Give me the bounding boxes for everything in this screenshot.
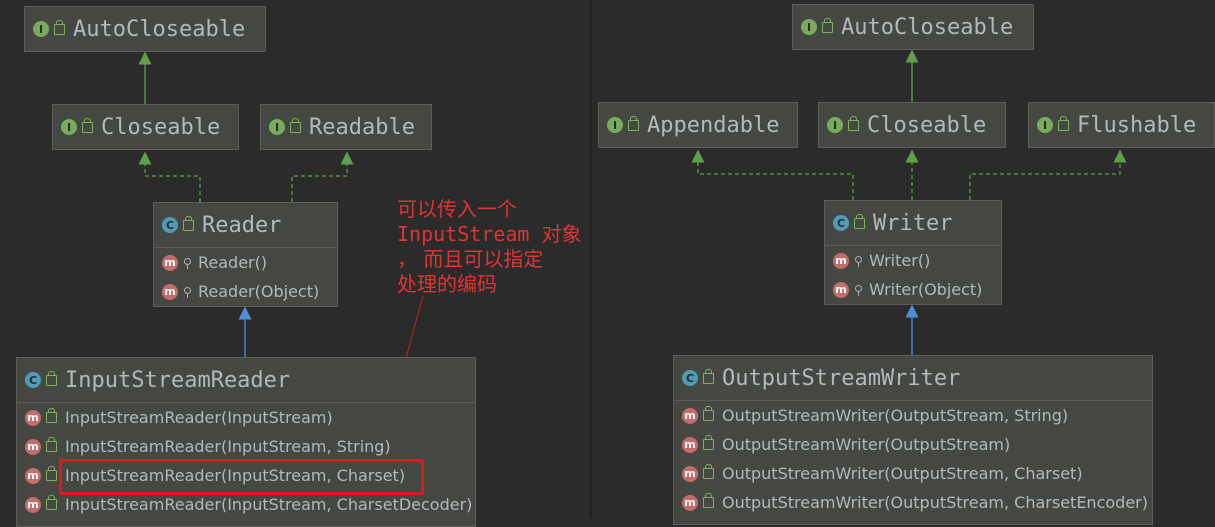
interface-icon: I xyxy=(61,119,77,135)
annotation-line: 可以传入一个 xyxy=(397,197,517,221)
public-lock-icon xyxy=(703,493,714,508)
reader-to-readable xyxy=(291,151,354,202)
method-icon: m xyxy=(25,409,41,426)
interface-icon: I xyxy=(801,19,817,35)
method-icon: m xyxy=(682,436,698,453)
closeable-node-left[interactable]: I Closeable xyxy=(52,104,239,150)
writer-to-flushable xyxy=(969,149,1127,200)
public-lock-icon xyxy=(290,117,301,133)
public-lock-icon xyxy=(54,19,65,35)
autocloseable-node-left[interactable]: I AutoCloseable xyxy=(24,6,266,52)
method-icon: m xyxy=(162,254,178,271)
public-lock-icon xyxy=(46,437,57,452)
panel-divider xyxy=(589,0,592,518)
annotation-line: ， 而且可以指定 xyxy=(397,247,544,271)
public-lock-icon xyxy=(46,408,57,423)
protected-key-icon xyxy=(184,287,191,298)
interface-icon: I xyxy=(607,117,623,133)
class-icon: C xyxy=(833,215,849,231)
public-lock-icon xyxy=(46,370,57,386)
interface-icon: I xyxy=(827,117,843,133)
autocloseable-node-right[interactable]: I AutoCloseable xyxy=(792,4,1034,50)
public-lock-icon xyxy=(46,466,57,481)
method-icon: m xyxy=(25,438,41,455)
public-lock-icon xyxy=(628,115,639,131)
protected-key-icon xyxy=(184,258,191,269)
node-title: Closeable xyxy=(867,112,987,138)
public-lock-icon xyxy=(46,495,57,510)
reader-to-closeable xyxy=(138,151,201,202)
interface-icon: I xyxy=(269,119,285,135)
method-icon: m xyxy=(162,283,178,300)
node-title: OutputStreamWriter xyxy=(722,365,961,391)
method-icon: m xyxy=(682,494,698,511)
public-lock-icon xyxy=(183,215,194,231)
method-icon: m xyxy=(833,252,849,269)
node-title: AutoCloseable xyxy=(73,16,246,42)
writer-to-appendable xyxy=(691,149,854,200)
public-lock-icon xyxy=(703,435,714,450)
node-title: InputStreamReader xyxy=(65,367,291,393)
node-title: Reader xyxy=(202,212,282,238)
public-lock-icon xyxy=(703,368,714,384)
closeable-node-right[interactable]: I Closeable xyxy=(818,102,1006,148)
node-title: Writer xyxy=(873,210,953,236)
flushable-node[interactable]: I Flushable xyxy=(1028,102,1215,148)
public-lock-icon xyxy=(1058,115,1069,131)
class-icon: C xyxy=(162,217,178,233)
public-lock-icon xyxy=(82,117,93,133)
interface-icon: I xyxy=(1037,117,1053,133)
method-icon: m xyxy=(25,467,41,484)
node-title: Closeable xyxy=(101,114,221,140)
public-lock-icon xyxy=(703,406,714,421)
class-icon: C xyxy=(682,370,698,386)
node-title: Appendable xyxy=(647,112,780,138)
method-icon: m xyxy=(833,281,849,298)
interface-icon: I xyxy=(33,21,49,37)
public-lock-icon xyxy=(848,115,859,131)
appendable-node[interactable]: I Appendable xyxy=(598,102,798,148)
highlight-box xyxy=(59,459,424,495)
public-lock-icon xyxy=(822,17,833,33)
method-icon: m xyxy=(25,496,41,513)
method-icon: m xyxy=(682,465,698,482)
annotation-line: InputStream 对象 xyxy=(397,222,582,246)
public-lock-icon xyxy=(854,213,865,229)
node-title: Flushable xyxy=(1077,112,1197,138)
annotation-line: 处理的编码 xyxy=(397,272,497,296)
readable-node[interactable]: I Readable xyxy=(260,104,432,150)
class-icon: C xyxy=(25,372,41,388)
protected-key-icon xyxy=(855,285,862,296)
public-lock-icon xyxy=(703,464,714,479)
protected-key-icon xyxy=(855,256,862,267)
node-title: Readable xyxy=(309,114,415,140)
method-icon: m xyxy=(682,407,698,424)
node-title: AutoCloseable xyxy=(841,14,1014,40)
